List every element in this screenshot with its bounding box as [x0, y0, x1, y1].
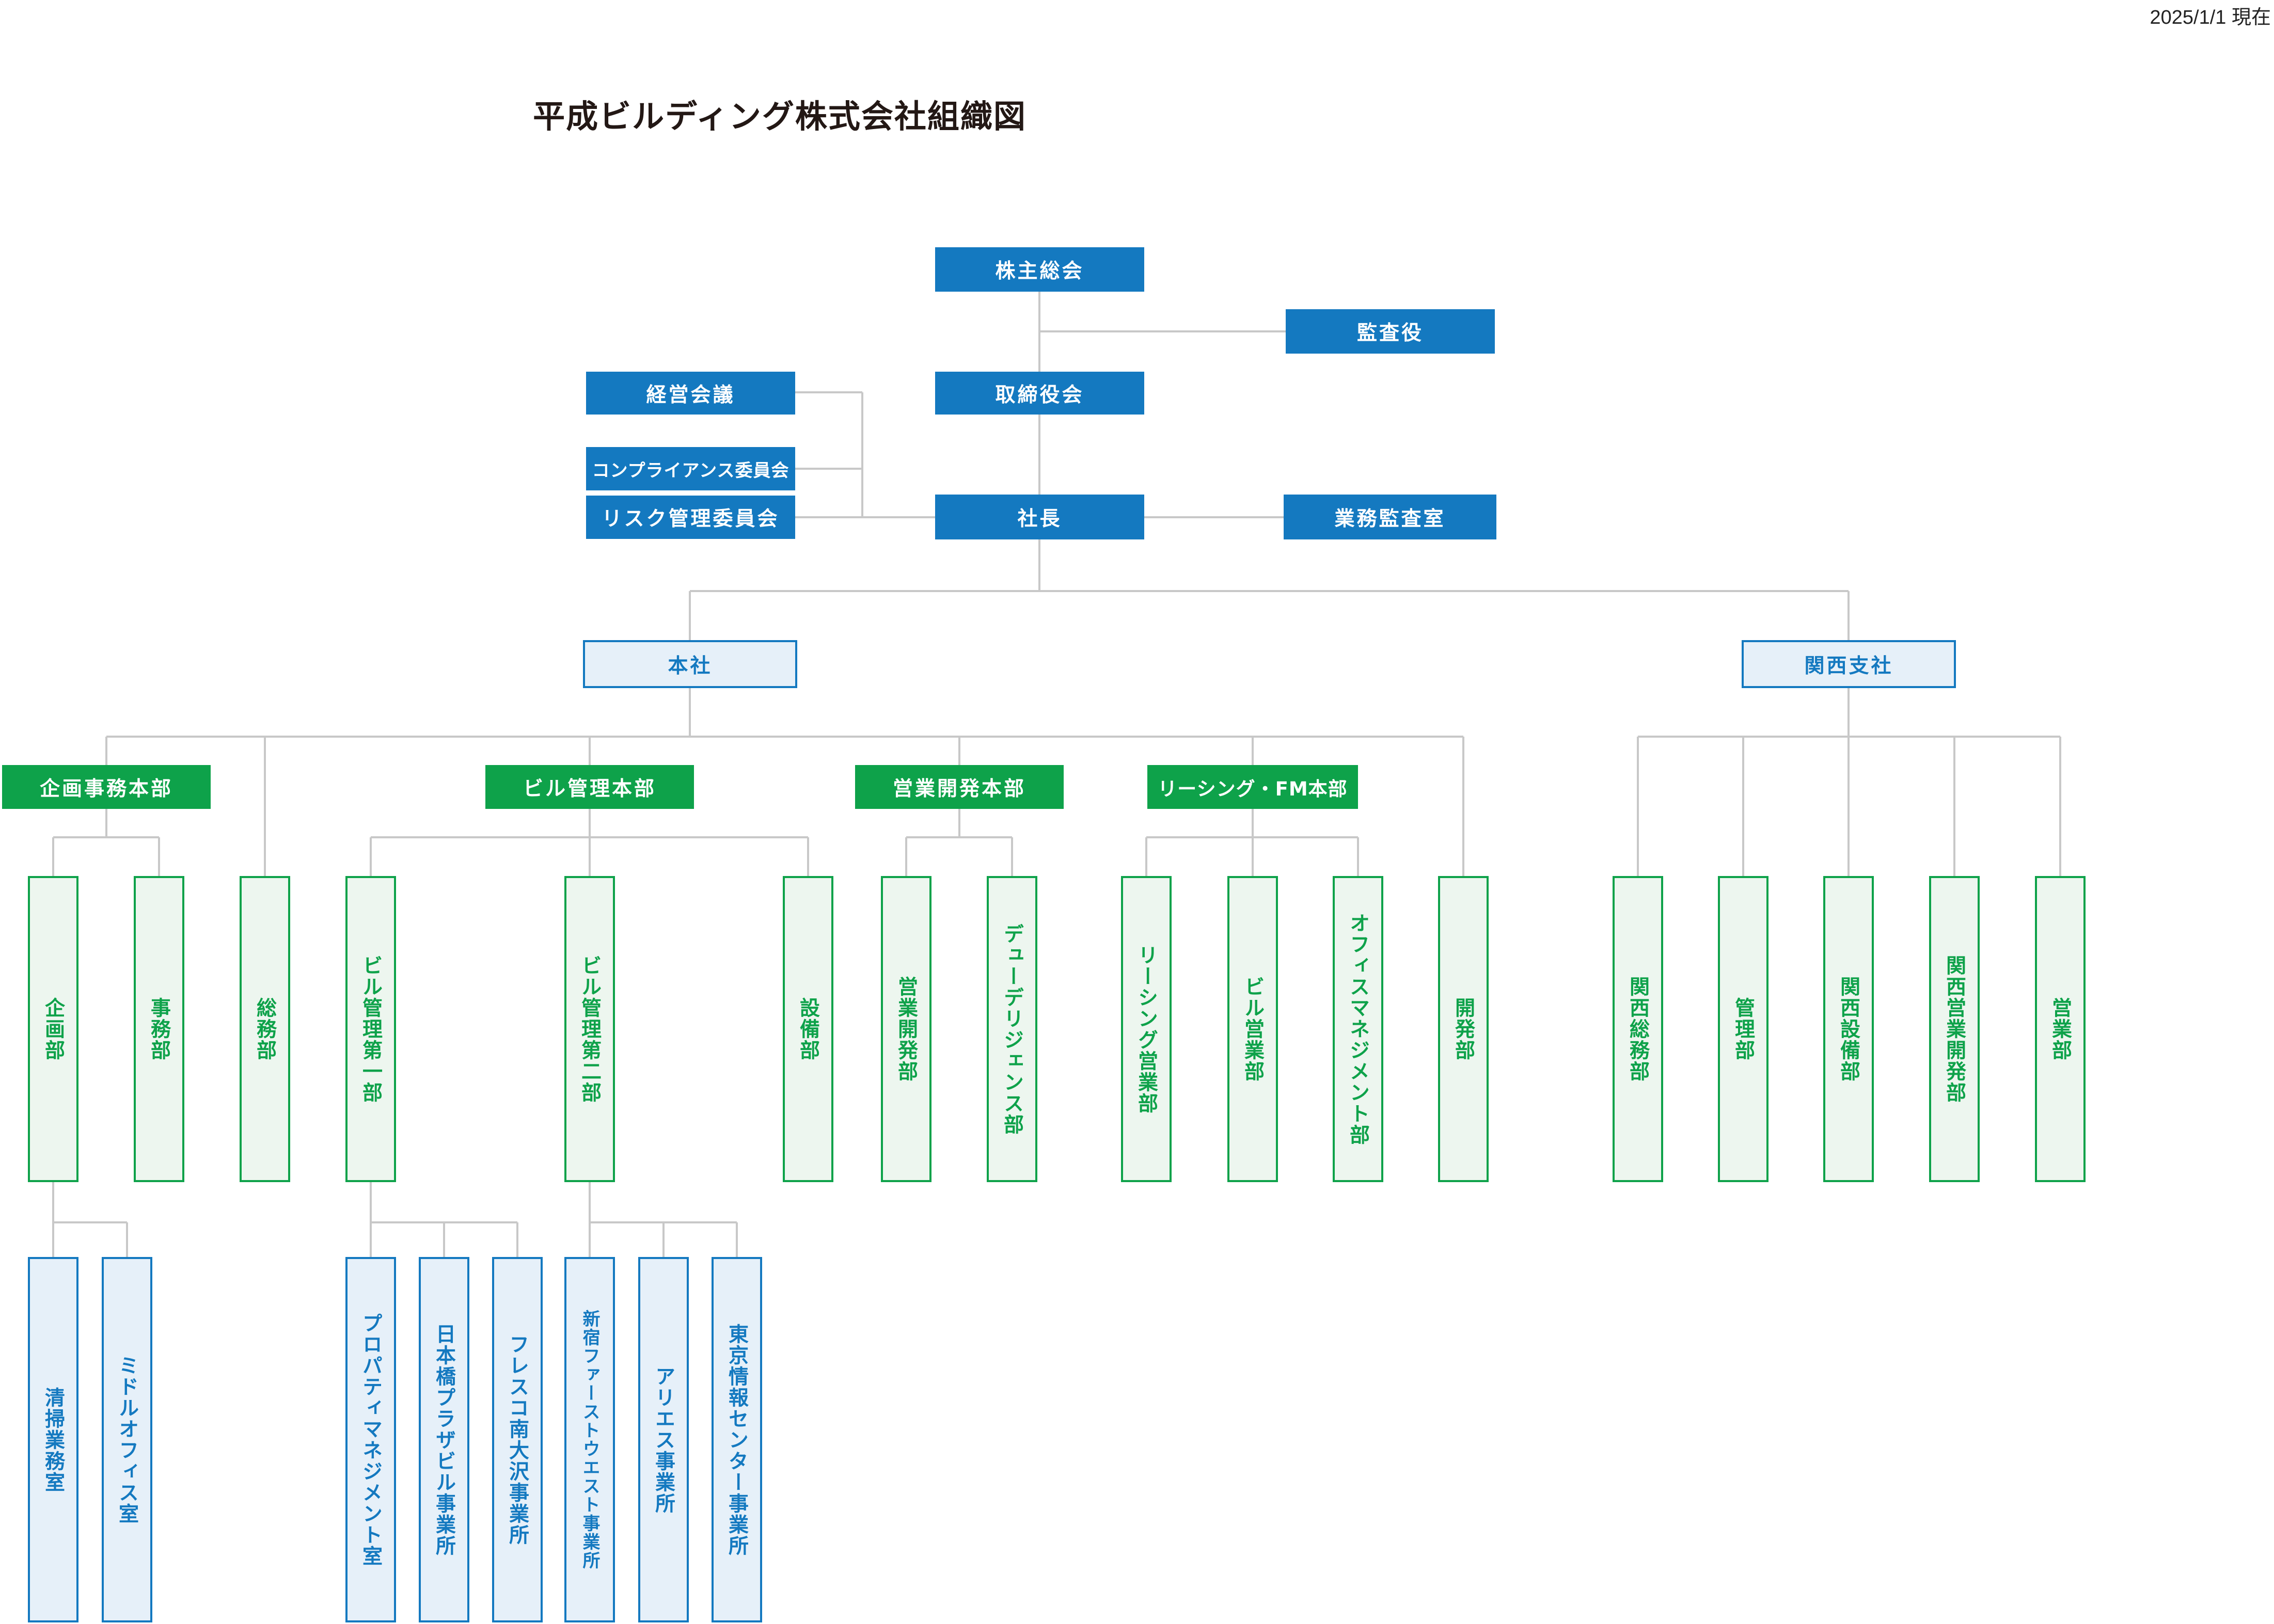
node-dept-kansai-sales[interactable]: 営業部	[2035, 876, 2086, 1182]
dept-planning-label: 企画部	[41, 997, 65, 1061]
node-dept-kansai-facilities[interactable]: 関西設備部	[1823, 876, 1874, 1182]
node-dept-bm1[interactable]: ビル管理第一部	[345, 876, 396, 1182]
node-building-mgmt-division[interactable]: ビル管理本部	[485, 765, 694, 809]
node-head-office[interactable]: 本社	[583, 640, 797, 688]
node-dept-kansai-general[interactable]: 関西総務部	[1613, 876, 1663, 1182]
node-dept-bm2[interactable]: ビル管理第二部	[564, 876, 615, 1182]
chart-title: 平成ビルディング株式会社組織図	[533, 98, 1027, 135]
office-shinjuku-label: 新宿ファーストウエスト事業所	[579, 1310, 600, 1570]
dept-sales-development-label: 営業開発部	[894, 976, 918, 1082]
node-leasing-fm-division[interactable]: リーシング・FM本部	[1147, 765, 1358, 809]
dept-bm1-label: ビル管理第一部	[359, 955, 383, 1103]
node-auditor[interactable]: 監査役	[1286, 309, 1495, 354]
node-dept-planning[interactable]: 企画部	[28, 876, 78, 1182]
node-compliance-committee[interactable]: コンプライアンス委員会	[586, 447, 795, 490]
node-dept-development[interactable]: 開発部	[1438, 876, 1489, 1182]
office-tokyo-info-label: 東京情報センター事業所	[725, 1323, 749, 1556]
dept-general-affairs-label: 総務部	[253, 997, 277, 1061]
node-dept-admin[interactable]: 事務部	[134, 876, 184, 1182]
dept-kansai-sales-label: 営業部	[2048, 997, 2072, 1061]
node-office-middle[interactable]: ミドルオフィス室	[102, 1257, 152, 1622]
node-office-shinjuku[interactable]: 新宿ファーストウエスト事業所	[564, 1257, 615, 1622]
dept-facilities-label: 設備部	[796, 997, 820, 1061]
node-dept-sales-development[interactable]: 営業開発部	[881, 876, 931, 1182]
node-sales-dev-division[interactable]: 営業開発本部	[855, 765, 1064, 809]
dept-kansai-facilities-label: 関西設備部	[1837, 976, 1860, 1082]
office-aries-label: アリエス事業所	[652, 1365, 675, 1514]
office-property-mgmt-label: プロパティマネジメント室	[359, 1313, 383, 1567]
node-board[interactable]: 取締役会	[935, 372, 1144, 415]
node-office-cleaning[interactable]: 清掃業務室	[28, 1257, 78, 1622]
node-office-nihonbashi[interactable]: 日本橋プラザビル事業所	[419, 1257, 469, 1622]
dept-admin-label: 事務部	[147, 997, 171, 1061]
office-fresco-label: フレスコ南大沢事業所	[506, 1334, 529, 1546]
node-dept-facilities[interactable]: 設備部	[783, 876, 833, 1182]
node-shareholders[interactable]: 株主総会	[935, 247, 1144, 292]
node-dept-kansai-management[interactable]: 管理部	[1718, 876, 1768, 1182]
node-dept-office-mgmt[interactable]: オフィスマネジメント部	[1333, 876, 1383, 1182]
node-president[interactable]: 社長	[935, 495, 1144, 539]
dept-leasing-label: リーシング営業部	[1134, 944, 1158, 1114]
dept-development-label: 開発部	[1451, 997, 1475, 1061]
node-kansai-branch[interactable]: 関西支社	[1742, 640, 1956, 688]
node-risk-committee[interactable]: リスク管理委員会	[586, 496, 795, 539]
dept-office-mgmt-label: オフィスマネジメント部	[1346, 913, 1370, 1145]
node-office-fresco[interactable]: フレスコ南大沢事業所	[492, 1257, 543, 1622]
node-dept-leasing[interactable]: リーシング営業部	[1121, 876, 1172, 1182]
office-cleaning-label: 清掃業務室	[41, 1387, 65, 1493]
office-nihonbashi-label: 日本橋プラザビル事業所	[432, 1323, 456, 1556]
node-office-property-mgmt[interactable]: プロパティマネジメント室	[345, 1257, 396, 1622]
node-dept-general-affairs[interactable]: 総務部	[240, 876, 290, 1182]
node-internal-audit[interactable]: 業務監査室	[1284, 495, 1496, 539]
dept-kansai-sales-dev-label: 関西営業開発部	[1943, 955, 1966, 1103]
node-dept-due-diligence[interactable]: デューデリジェンス部	[987, 876, 1037, 1182]
node-management-meeting[interactable]: 経営会議	[586, 372, 795, 415]
office-middle-label: ミドルオフィス室	[115, 1355, 139, 1524]
dept-kansai-management-label: 管理部	[1731, 997, 1755, 1061]
dept-bm2-label: ビル管理第二部	[578, 955, 602, 1103]
node-dept-kansai-sales-dev[interactable]: 関西営業開発部	[1929, 876, 1980, 1182]
dept-kansai-general-label: 関西総務部	[1626, 976, 1650, 1082]
dept-building-sales-label: ビル営業部	[1241, 976, 1265, 1082]
node-office-aries[interactable]: アリエス事業所	[638, 1257, 689, 1622]
as-of-date: 2025/1/1 現在	[2150, 7, 2271, 28]
dept-due-diligence-label: デューデリジェンス部	[1000, 923, 1024, 1135]
node-planning-admin-division[interactable]: 企画事務本部	[2, 765, 211, 809]
node-dept-building-sales[interactable]: ビル営業部	[1227, 876, 1278, 1182]
node-office-tokyo-info[interactable]: 東京情報センター事業所	[712, 1257, 762, 1622]
